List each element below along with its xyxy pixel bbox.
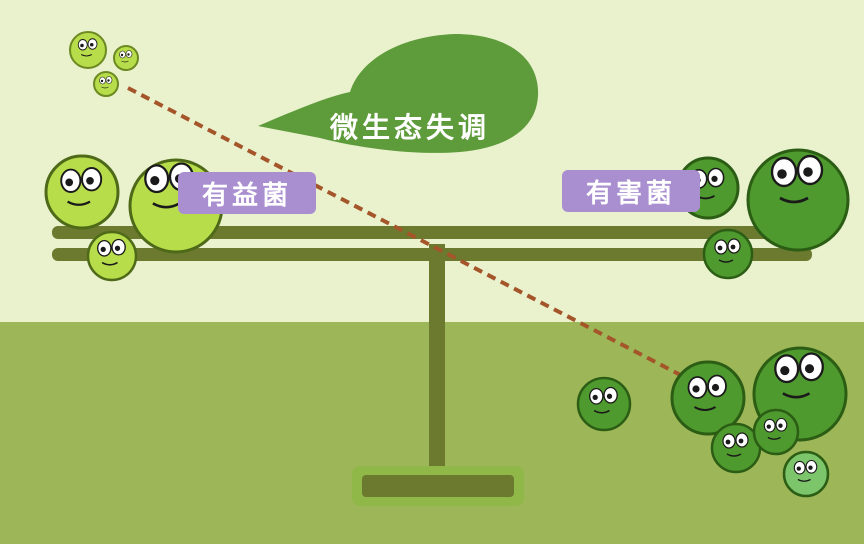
beneficial-bacteria-label: 有益菌: [178, 172, 316, 214]
harmful-bacteria-label: 有害菌: [562, 170, 700, 212]
beneficial-bacteria-group-floating: [69, 31, 139, 97]
speech-bubble-text: 微生态失调: [329, 111, 490, 144]
speech-bubble: [258, 34, 539, 153]
harmful-bacteria-group-ground: [576, 346, 848, 498]
balance-scale: [52, 226, 812, 506]
migration-line: [127, 86, 695, 384]
